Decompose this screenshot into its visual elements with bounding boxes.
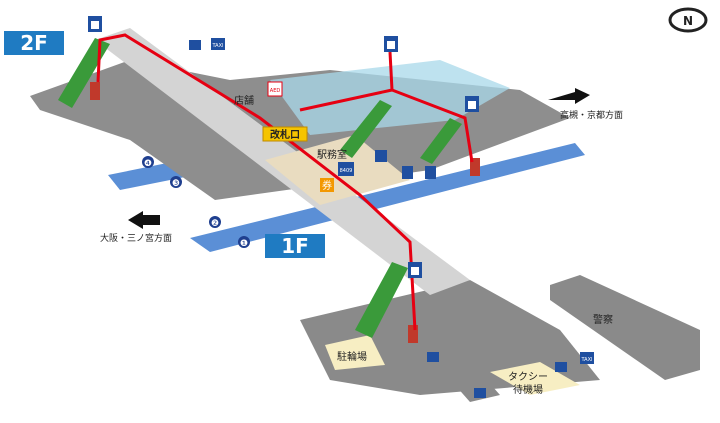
route-number-badge: 8409 <box>338 162 354 176</box>
bus-icon <box>427 352 439 362</box>
taxi-icon: TAXI <box>211 38 225 50</box>
label-bicycle-parking: 駐輪場 <box>337 350 367 363</box>
svg-text:TAXI: TAXI <box>212 43 224 49</box>
station-office-area <box>265 135 410 205</box>
floor-label-2f: 2F <box>20 31 48 55</box>
arrow-east-icon <box>548 88 590 104</box>
platform-2-label: ❷ <box>211 219 219 229</box>
accessible-route-east <box>388 51 474 163</box>
floor-label-1f: 1F <box>281 234 309 258</box>
ticket-icon: 券 <box>320 178 334 192</box>
elevator-icon <box>408 262 422 278</box>
elevator-icon <box>465 96 479 112</box>
upper-platform-glass <box>270 60 510 135</box>
arrow-west-icon <box>128 211 160 229</box>
label-police: 警察 <box>593 313 613 326</box>
accessible-route <box>96 33 417 331</box>
floor-badge-2f <box>4 31 64 55</box>
floor-badge-1f <box>265 234 325 258</box>
platform-4-badge <box>142 156 154 168</box>
bike-parking-area <box>325 335 385 370</box>
bus-icon <box>189 40 201 50</box>
taxi-icon: TAXI <box>580 352 594 364</box>
elevator-west <box>90 82 100 100</box>
platform-1-badge <box>238 236 250 248</box>
elevator-icon <box>384 36 398 52</box>
label-taxi-line2: 待機場 <box>513 383 543 396</box>
escalator-center <box>340 100 392 158</box>
elevator-icon <box>88 16 102 32</box>
platform-3-label: ❸ <box>172 179 180 189</box>
taxi-pool <box>490 362 580 395</box>
elevator-east <box>470 158 480 176</box>
platform-1-label: ❶ <box>240 239 248 249</box>
restroom-women-icon <box>425 166 436 179</box>
label-direction-west: 大阪・三ノ宮方面 <box>100 232 172 244</box>
ticket-gate-box <box>262 126 308 142</box>
platform-4-label: ❹ <box>144 159 152 169</box>
compass-icon: N <box>668 7 708 33</box>
svg-text:8409: 8409 <box>340 168 353 174</box>
accessible-route-crossing <box>299 88 393 112</box>
police-slab <box>550 275 700 380</box>
compass-label: N <box>683 14 693 28</box>
platform-1-2-strip <box>190 143 585 252</box>
label-direction-east: 高槻・京都方面 <box>560 109 623 121</box>
label-shop: 店舗 <box>234 94 254 107</box>
restroom-men-icon <box>402 166 413 179</box>
platform-2-badge <box>209 216 221 228</box>
svg-text:AED: AED <box>270 88 281 94</box>
svg-text:券: 券 <box>322 179 332 192</box>
svg-text:TAXI: TAXI <box>581 357 593 363</box>
bus-icon <box>474 388 486 398</box>
label-taxi-line1: タクシー <box>508 371 548 383</box>
aed-icon: AED <box>267 81 283 97</box>
elevator-south <box>408 325 418 343</box>
platform-3-badge <box>170 176 182 188</box>
wheelchair-icon <box>375 150 387 162</box>
label-station-office: 駅務室 <box>317 148 347 161</box>
label-ticket-gate: 改札口 <box>270 128 300 141</box>
escalator-south-1f <box>355 262 408 338</box>
bus-icon <box>555 362 567 372</box>
escalator-east <box>420 118 462 164</box>
escalator-west-2f <box>58 38 110 108</box>
